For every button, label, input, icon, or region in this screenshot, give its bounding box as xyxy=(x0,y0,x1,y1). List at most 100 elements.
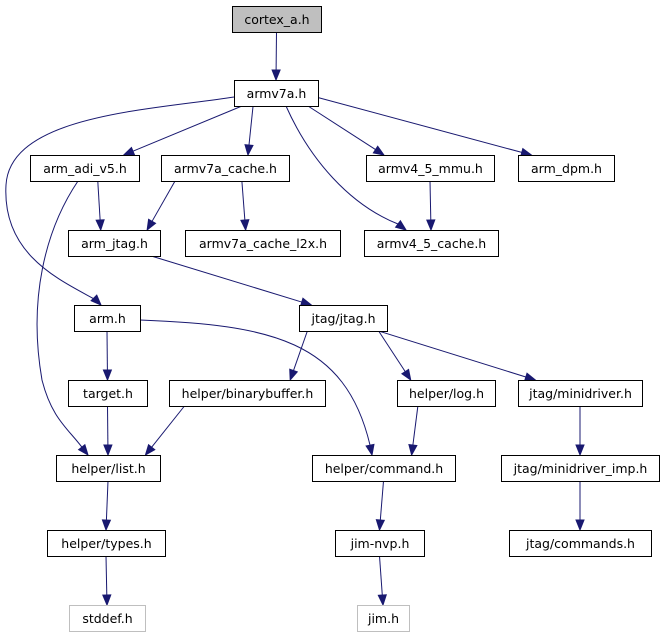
edge-cortex-a-to-armv7a xyxy=(271,31,281,82)
node-label: jim-nvp.h xyxy=(350,536,410,551)
node-box[interactable] xyxy=(30,155,140,182)
node-box[interactable] xyxy=(397,380,496,407)
edge-arm-adi-v5-to-arm-jtag xyxy=(95,180,105,232)
edge-line xyxy=(139,319,371,446)
node-jim[interactable]: jim.h xyxy=(357,605,410,632)
node-box[interactable] xyxy=(518,155,615,182)
edge-arrowhead xyxy=(575,444,585,457)
edge-arrowhead xyxy=(95,219,105,232)
node-armv4-5-cache[interactable]: armv4_5_cache.h xyxy=(364,230,499,257)
edge-arrowhead xyxy=(271,69,281,82)
edge-line xyxy=(285,105,399,225)
node-box[interactable] xyxy=(366,155,495,182)
node-armv7a-cache-l2x[interactable]: armv7a_cache_l2x.h xyxy=(185,230,341,257)
edge-arrowhead xyxy=(90,294,102,306)
node-armv7a[interactable]: armv7a.h xyxy=(234,80,319,107)
node-label: helper/binarybuffer.h xyxy=(182,386,314,401)
edge-helper-list-to-helper-types xyxy=(101,480,112,532)
node-label: jim.h xyxy=(367,611,399,626)
edge-line xyxy=(315,96,522,153)
edge-jtag-minidriver-to-jtag-minidriver-imp xyxy=(575,406,585,457)
edge-armv7a-to-armv7a-cache xyxy=(244,105,254,157)
node-helper-list[interactable]: helper/list.h xyxy=(56,455,161,482)
edge-arrowhead xyxy=(101,519,112,532)
edge-target-to-helper-list xyxy=(103,405,113,457)
node-label: target.h xyxy=(83,386,133,401)
node-label: cortex_a.h xyxy=(244,12,309,27)
edge-armv7a-to-armv4-5-cache xyxy=(285,105,408,231)
node-helper-command[interactable]: helper/command.h xyxy=(312,455,456,482)
node-box[interactable] xyxy=(518,380,643,407)
edge-helper-types-to-stddef xyxy=(102,555,112,607)
node-target[interactable]: target.h xyxy=(68,380,148,407)
edge-arm-adi-v5-to-helper-list xyxy=(36,180,89,457)
node-box[interactable] xyxy=(232,6,322,33)
edge-line xyxy=(412,405,419,446)
node-jtag-jtag[interactable]: jtag/jtag.h xyxy=(299,305,388,332)
node-label: stddef.h xyxy=(82,611,132,626)
edge-line xyxy=(307,105,376,150)
edge-helper-binarybuffer-to-helper-list xyxy=(144,405,185,457)
node-jim-nvp[interactable]: jim-nvp.h xyxy=(335,530,425,557)
node-arm-jtag[interactable]: arm_jtag.h xyxy=(68,230,161,257)
edge-arrowhead xyxy=(375,519,386,532)
node-box[interactable] xyxy=(234,80,319,107)
edge-line xyxy=(36,180,85,451)
node-box[interactable] xyxy=(357,605,410,632)
node-box[interactable] xyxy=(69,605,146,632)
node-box[interactable] xyxy=(68,380,148,407)
node-label: armv4_5_cache.h xyxy=(377,236,486,251)
edge-arrowhead xyxy=(146,218,157,232)
node-box[interactable] xyxy=(185,230,341,257)
edge-armv7a-to-arm-dpm xyxy=(315,96,533,157)
edge-arrowhead xyxy=(102,369,113,382)
node-jtag-minidriver[interactable]: jtag/minidriver.h xyxy=(518,380,643,407)
edge-armv7a-cache-to-armv7a-cache-l2x xyxy=(240,180,250,232)
node-helper-log[interactable]: helper/log.h xyxy=(397,380,496,407)
edge-helper-log-to-helper-command xyxy=(408,405,419,457)
edge-line xyxy=(429,180,432,221)
node-box[interactable] xyxy=(501,455,660,482)
graph-edges xyxy=(5,31,585,607)
edge-jtag-jtag-to-helper-binarybuffer xyxy=(289,330,308,382)
node-box[interactable] xyxy=(312,455,456,482)
node-helper-types[interactable]: helper/types.h xyxy=(47,530,166,557)
node-box[interactable] xyxy=(68,230,161,257)
node-label: armv7a_cache.h xyxy=(174,161,277,176)
node-jtag-minidriver-imp[interactable]: jtag/minidriver_imp.h xyxy=(501,455,660,482)
node-box[interactable] xyxy=(74,305,141,332)
node-box[interactable] xyxy=(364,230,499,257)
node-armv4-5-mmu[interactable]: armv4_5_mmu.h xyxy=(366,155,495,182)
node-box[interactable] xyxy=(509,530,652,557)
node-cortex-a[interactable]: cortex_a.h xyxy=(232,6,322,33)
edge-arrowhead xyxy=(401,368,412,382)
node-label: jtag/minidriver.h xyxy=(528,386,632,401)
node-arm-dpm[interactable]: arm_dpm.h xyxy=(518,155,615,182)
node-label: arm_dpm.h xyxy=(531,161,602,176)
node-box[interactable] xyxy=(299,305,388,332)
node-stddef[interactable]: stddef.h xyxy=(69,605,146,632)
edge-arrowhead xyxy=(289,368,299,382)
node-box[interactable] xyxy=(56,455,161,482)
node-box[interactable] xyxy=(161,155,290,182)
node-box[interactable] xyxy=(169,380,326,407)
node-label: arm_jtag.h xyxy=(81,236,148,251)
edge-arrowhead xyxy=(102,594,112,607)
node-label: arm.h xyxy=(89,311,126,326)
node-jtag-commands[interactable]: jtag/commands.h xyxy=(509,530,652,557)
node-box[interactable] xyxy=(335,530,425,557)
edge-arrowhead xyxy=(299,297,313,307)
edge-arrowhead xyxy=(377,594,387,607)
edge-armv7a-cache-to-arm-jtag xyxy=(146,180,176,232)
node-arm[interactable]: arm.h xyxy=(74,305,141,332)
edge-line xyxy=(151,180,176,222)
node-box[interactable] xyxy=(47,530,166,557)
edge-arrowhead xyxy=(408,443,418,457)
node-helper-binarybuffer[interactable]: helper/binarybuffer.h xyxy=(169,380,326,407)
edge-arm-to-helper-command xyxy=(139,319,375,457)
edge-line xyxy=(132,105,243,152)
node-arm-adi-v5[interactable]: arm_adi_v5.h xyxy=(30,155,140,182)
node-armv7a-cache[interactable]: armv7a_cache.h xyxy=(161,155,290,182)
node-label: arm_adi_v5.h xyxy=(43,161,127,176)
